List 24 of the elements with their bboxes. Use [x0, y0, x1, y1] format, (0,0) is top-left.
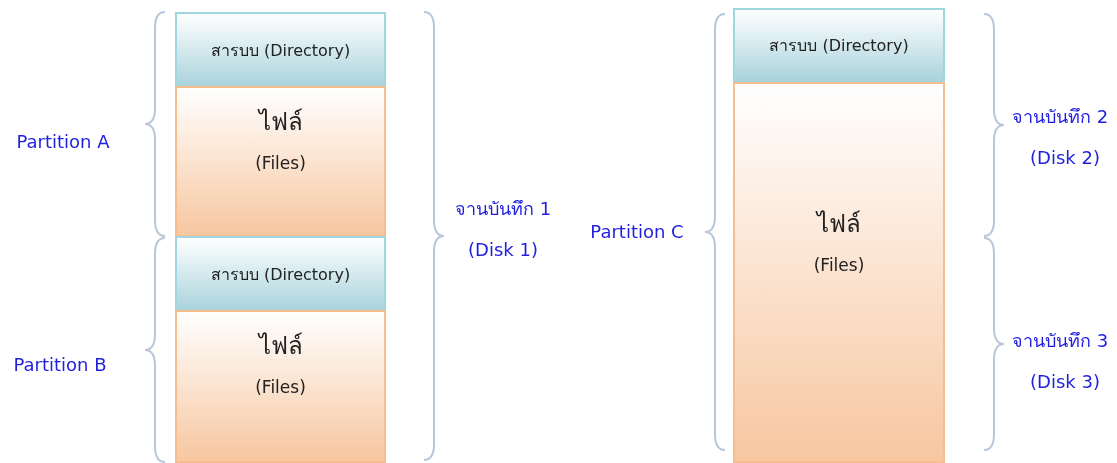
files-block: [733, 82, 945, 463]
disk-label: จานบันทึก 1: [454, 196, 552, 221]
partition-label: Partition C: [590, 220, 684, 242]
partition-label: Partition A: [16, 130, 110, 152]
disk-label: จานบันทึก 3: [1011, 328, 1109, 353]
files-label: ไฟล์: [817, 209, 861, 240]
files-caption: (Files): [813, 255, 865, 275]
files-caption: (Files): [255, 377, 306, 397]
files-block: [175, 310, 386, 463]
directory-label: สารบบ (Directory): [769, 35, 909, 57]
directory-block: [175, 12, 386, 88]
disk-label: (Disk 1): [468, 238, 538, 260]
directory-block: [175, 236, 386, 312]
directory-label: สารบบ (Directory): [210, 39, 351, 62]
partition-label: Partition B: [13, 353, 107, 375]
files-caption: (Files): [255, 153, 306, 173]
files-label: ไฟล์: [258, 331, 303, 362]
disk-label: จานบันทึก 2: [1011, 104, 1109, 129]
disk-label: (Disk 2): [1030, 146, 1100, 168]
files-block: [175, 86, 386, 237]
directory-label: สารบบ (Directory): [210, 263, 351, 286]
disk-label: (Disk 3): [1030, 370, 1100, 392]
directory-block: [733, 8, 945, 83]
files-label: ไฟล์: [258, 107, 303, 138]
